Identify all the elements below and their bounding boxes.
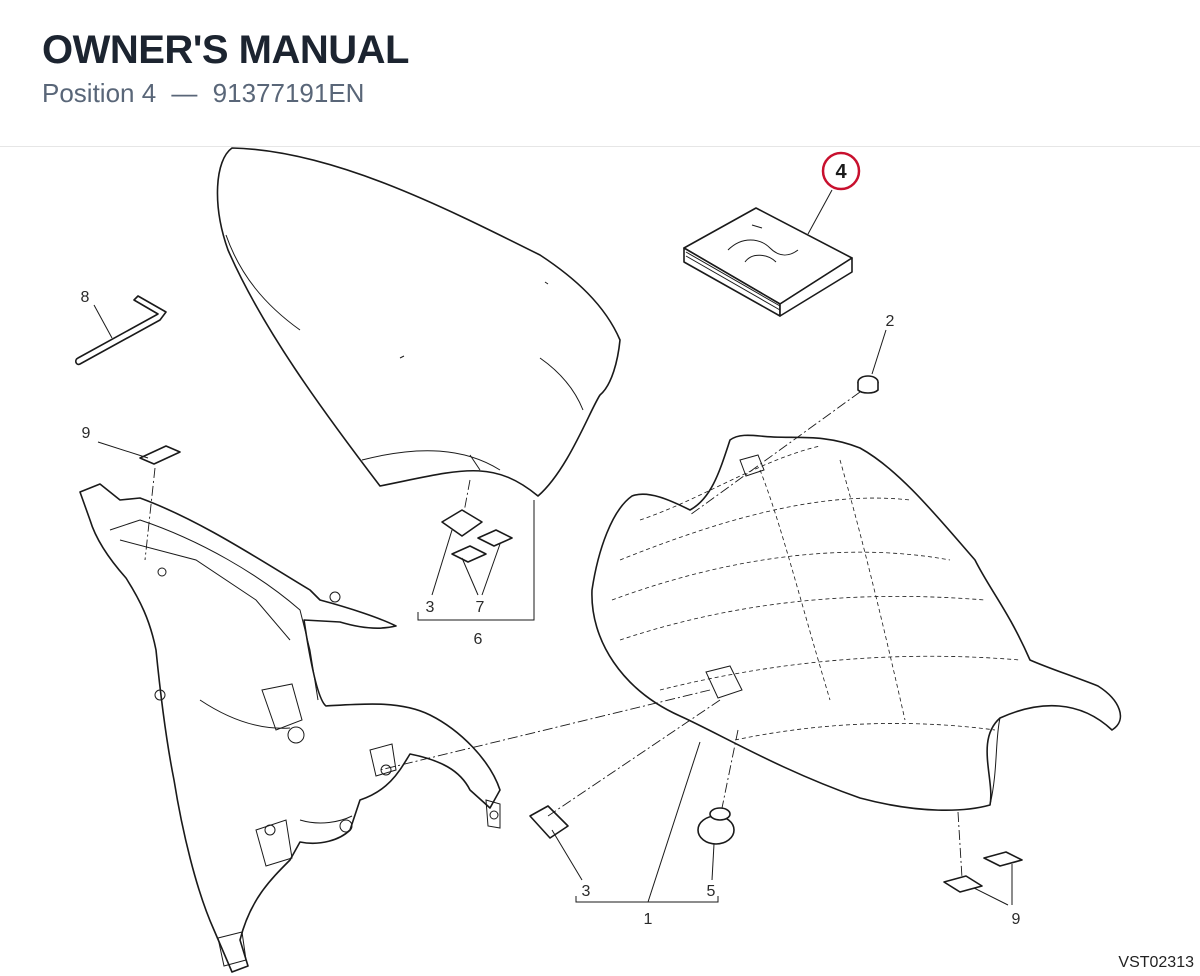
rear-subframe-part — [79, 483, 501, 973]
leader-line-8 — [93, 304, 113, 339]
clip-part-3-lower — [529, 805, 569, 839]
page-title: OWNER'S MANUAL — [42, 28, 409, 72]
callout-9-right: 9 — [1012, 911, 1021, 928]
rider-seat-part — [591, 434, 1122, 812]
leader-line-1 — [647, 741, 701, 903]
leader-line-2 — [871, 329, 887, 375]
callout-4: 4 — [835, 161, 847, 183]
pad-part-9-left — [139, 445, 181, 465]
owners-manual-booklet — [683, 207, 853, 317]
callout-7: 7 — [476, 599, 485, 616]
diagram-reference-code: VST02313 — [1118, 954, 1194, 971]
assembly-line — [379, 689, 711, 771]
passenger-seat-part — [216, 147, 621, 497]
pad-part-7-a — [477, 529, 513, 547]
leader-line-7 — [461, 543, 501, 596]
callout-8: 8 — [81, 289, 90, 306]
highlight-circle-4 — [821, 151, 861, 191]
bumper-part-5 — [697, 807, 735, 845]
leader-line-5 — [711, 843, 715, 881]
callout-3-lower: 3 — [582, 883, 591, 900]
leader-line-9-right — [973, 864, 1013, 906]
leader-line-9-left — [97, 441, 149, 459]
assembly-line — [463, 479, 471, 513]
bracket-6 — [417, 500, 535, 621]
leader-line-3-upper — [431, 529, 453, 596]
callout-2: 2 — [886, 313, 895, 330]
screw-part-2 — [857, 375, 879, 394]
assembly-line — [547, 699, 721, 817]
bracket-1 — [575, 896, 719, 903]
allen-key-tool — [75, 295, 167, 366]
page-header: OWNER'S MANUAL Position 4 — 91377191EN — [0, 0, 1200, 147]
callout-3-upper: 3 — [426, 599, 435, 616]
assembly-line — [957, 811, 963, 879]
callout-5: 5 — [707, 883, 716, 900]
pad-part-9-right-a — [983, 851, 1023, 867]
part-number: 91377191EN — [212, 78, 365, 108]
callout-9-left: 9 — [82, 425, 91, 442]
subtitle-separator: — — [171, 78, 198, 108]
pad-part-9-right-b — [943, 875, 983, 893]
position-label: Position 4 — [42, 78, 157, 108]
assembly-line — [689, 391, 861, 516]
leader-line-4 — [807, 189, 833, 235]
assembly-line — [721, 729, 739, 809]
leader-line-3-lower — [551, 829, 583, 881]
callout-6: 6 — [474, 631, 483, 648]
callout-1: 1 — [644, 911, 653, 928]
clip-part-3-upper — [441, 509, 483, 537]
page-subtitle: Position 4 — 91377191EN — [42, 78, 364, 109]
assembly-line — [144, 467, 156, 561]
pad-part-7-b — [451, 545, 487, 563]
